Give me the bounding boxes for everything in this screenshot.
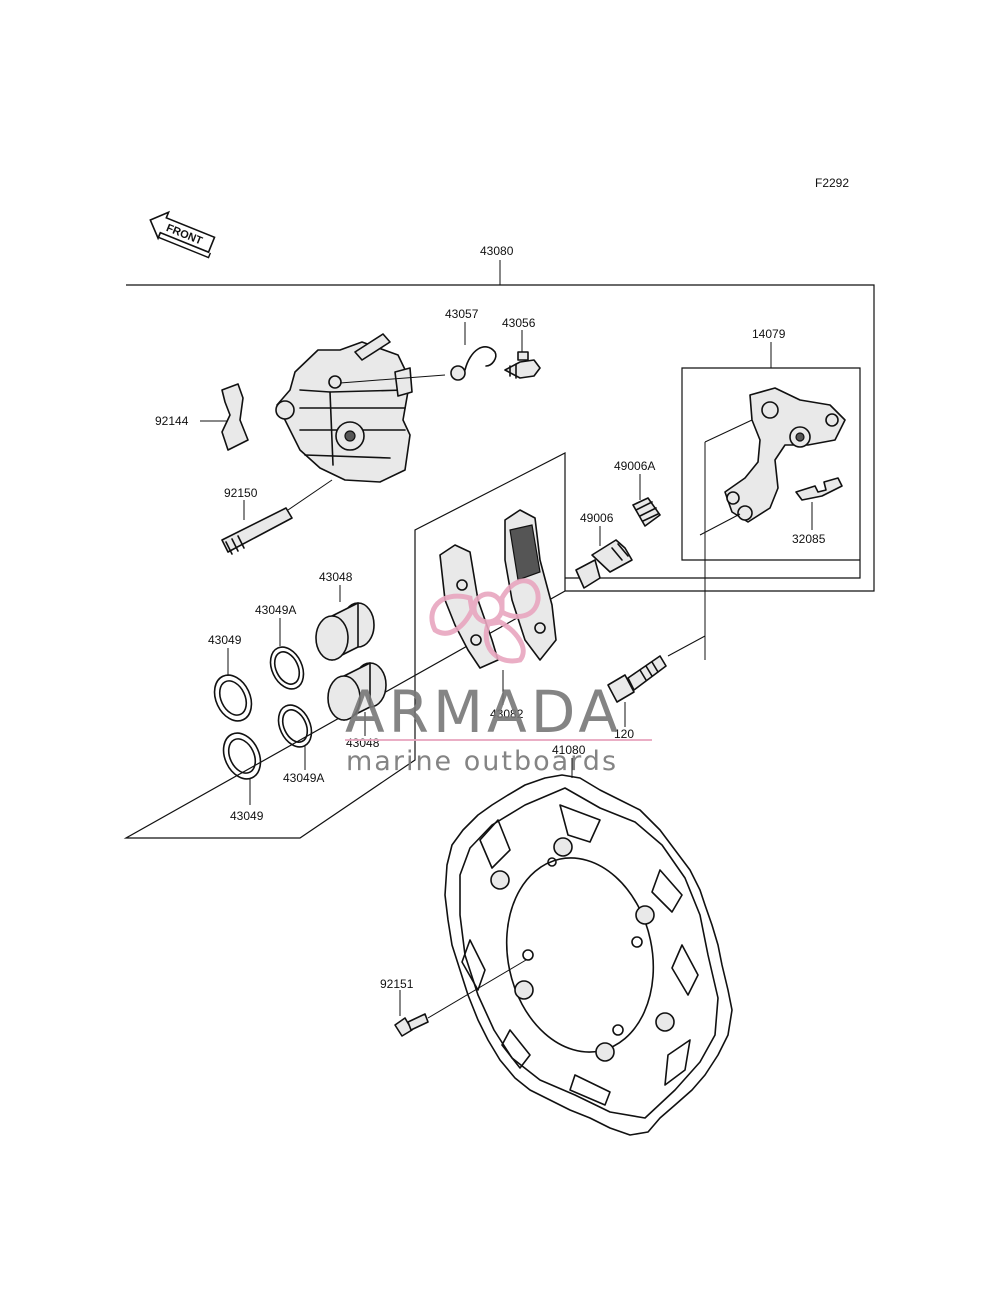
screw-92151: [394, 1013, 429, 1037]
bleeder-valve-43056: [504, 351, 541, 379]
label-41080: 41080: [552, 743, 586, 757]
pin-92150: [221, 507, 293, 555]
boot-49006A: [632, 497, 661, 527]
label-43080: 43080: [480, 244, 514, 258]
watermark-name: ARMADA: [345, 678, 622, 746]
label-43048-top: 43048: [319, 570, 353, 584]
label-43049-top: 43049: [208, 633, 242, 647]
label-43056: 43056: [502, 316, 536, 330]
propeller-logo-icon: [429, 578, 541, 664]
armada-watermark: ARMADA marine outboards: [345, 578, 652, 777]
label-43049A-top: 43049A: [255, 603, 296, 617]
label-14079: 14079: [752, 327, 786, 341]
label-92150: 92150: [224, 486, 258, 500]
bleeder-cap-43057: [450, 346, 497, 381]
figure-code: F2292: [815, 176, 849, 190]
seal-43049-bottom: [222, 732, 262, 780]
bolt-49006: [575, 539, 633, 589]
seal-43049-top: [213, 674, 253, 722]
caliper-bracket-14079: [724, 387, 846, 523]
label-49006A: 49006A: [614, 459, 655, 473]
pad-clip-32085: [795, 477, 843, 501]
label-43049-bottom: 43049: [230, 809, 264, 823]
bolt-120: [607, 655, 667, 703]
piston-43048-top: [315, 602, 375, 661]
assembly-frame: [123, 284, 875, 839]
front-arrow-icon: FRONT: [149, 210, 216, 259]
label-43057: 43057: [445, 307, 479, 321]
label-32085: 32085: [792, 532, 826, 546]
label-43049A-bottom: 43049A: [283, 771, 324, 785]
label-92151: 92151: [380, 977, 414, 991]
label-92144: 92144: [155, 414, 189, 428]
label-49006: 49006: [580, 511, 614, 525]
caliper-body: [275, 333, 413, 483]
watermark-tagline: marine outboards: [346, 746, 618, 777]
pad-spring-92144: [221, 383, 249, 451]
piston-43048-bottom: [327, 662, 387, 721]
label-43082: 43082: [490, 707, 524, 721]
label-120: 120: [614, 727, 634, 741]
seal-43049A-top: [269, 646, 305, 690]
brake-disc-41080: [444, 774, 733, 1136]
seal-43049A-bottom: [277, 704, 313, 748]
